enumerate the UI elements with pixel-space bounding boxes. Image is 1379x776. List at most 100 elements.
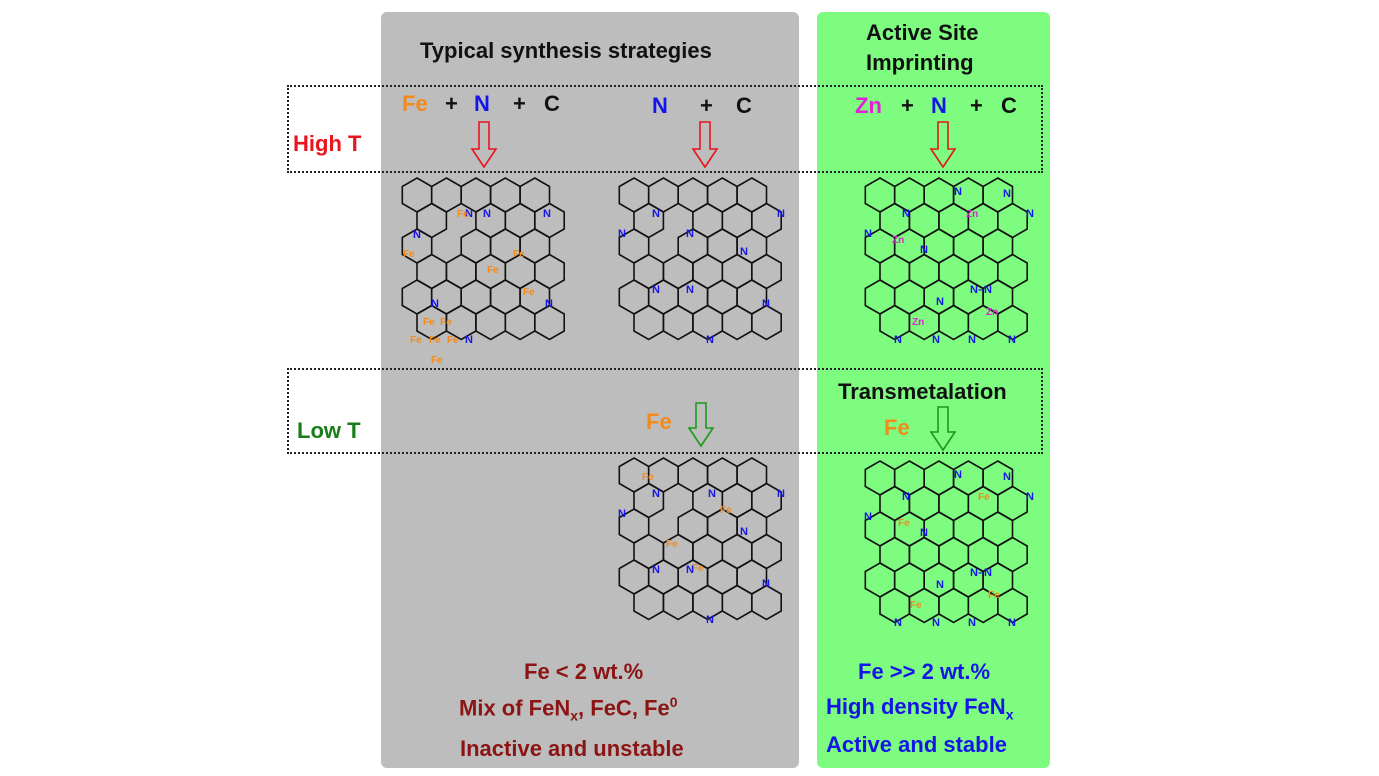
- down-arrow-icon: [691, 121, 719, 169]
- n-atom-label: N: [1003, 188, 1011, 200]
- n-atom-label: N: [483, 208, 491, 220]
- plus-sign: +: [700, 93, 713, 118]
- fe-atom-label: Fe: [403, 249, 415, 260]
- n-atom-label: N: [777, 488, 785, 500]
- hexagon-ring: [997, 304, 1028, 341]
- n-atom-label: N: [618, 508, 626, 520]
- n-atom-label: N: [652, 284, 660, 296]
- hexagon-ring: [938, 304, 970, 341]
- fe-atom-label: Fe: [447, 335, 459, 346]
- n-atom-label: N: [1008, 334, 1016, 346]
- n-atom-label: N: [762, 298, 770, 310]
- zn-atom-label: Zn: [912, 317, 924, 328]
- hexagon-ring: [534, 304, 565, 341]
- fe-atom-label: Fe: [720, 505, 732, 516]
- fe-atom-label: Fe: [523, 287, 535, 298]
- fe-dopant-label: Fe: [646, 409, 672, 434]
- hexagon-ring: [662, 584, 694, 621]
- n-atom-label: N: [936, 296, 944, 308]
- n-atom-label: N: [894, 334, 902, 346]
- n-atom-label: N: [920, 527, 928, 539]
- n-atom-label: N: [1008, 617, 1016, 629]
- hexagon-ring: [997, 587, 1028, 624]
- n-atom-label: N: [652, 564, 660, 576]
- n-atom-label: N: [968, 334, 976, 346]
- hexagon-ring: [721, 584, 753, 621]
- reactant-n: N: [652, 93, 668, 118]
- reactant-fe: Fe: [402, 91, 428, 116]
- n-atom-label: N: [652, 208, 660, 220]
- imprinting-panel-title-line1: Active Site: [866, 20, 979, 45]
- active-site-imprinting-panel: [817, 12, 1050, 768]
- typical-panel-title: Typical synthesis strategies: [420, 38, 712, 63]
- n-atom-label: N: [431, 298, 439, 310]
- reactant-c: C: [736, 93, 752, 118]
- down-arrow-icon: [929, 121, 957, 169]
- hexagon-ring: [938, 587, 970, 624]
- fe-atom-label: Fe: [666, 539, 678, 550]
- n-atom-label: N: [465, 334, 473, 346]
- hexagon-ring: [633, 584, 665, 621]
- subscript-x: x: [570, 707, 579, 724]
- hexagon-ring: [662, 304, 694, 341]
- fe-atom-label: Fe: [910, 600, 922, 611]
- reactant-c: C: [1001, 93, 1017, 118]
- fe-atom-label: Fe: [898, 518, 910, 529]
- n-atom-label: N: [652, 488, 660, 500]
- high-density-text: High density FeN: [826, 694, 1006, 719]
- low-t-region-box: [287, 368, 1043, 454]
- n-atom-label: N: [954, 469, 962, 481]
- n-atom-label: N: [465, 208, 473, 220]
- fe-atom-label: Fe: [513, 249, 525, 260]
- fe-atom-label: Fe: [457, 209, 469, 220]
- hexagon-ring: [633, 304, 665, 341]
- fe-loading-low: Fe < 2 wt.%: [524, 659, 644, 684]
- n-atom-label: N: [413, 229, 421, 241]
- fe-atom-label: Fe: [487, 265, 499, 276]
- n-atom-label: N: [920, 244, 928, 256]
- plus-sign: +: [513, 91, 526, 116]
- plus-sign: +: [901, 93, 914, 118]
- fe-dopant-label: Fe: [884, 415, 910, 440]
- n-atom-label: N: [706, 614, 714, 626]
- n-atom-label: N: [762, 578, 770, 590]
- species-mix-text-2: , FeC, Fe: [578, 695, 670, 721]
- fe-atom-label: Fe: [429, 335, 441, 346]
- n-atom-label: N: [864, 228, 872, 240]
- superscript-0: 0: [669, 694, 678, 710]
- n-atom-label: N: [968, 617, 976, 629]
- hexagon-ring: [751, 304, 782, 341]
- zn-atom-label: Zn: [892, 235, 904, 246]
- n-atom-label: N: [740, 246, 748, 258]
- n-atom-label: N: [954, 186, 962, 198]
- down-arrow-icon: [929, 406, 957, 452]
- high-t-region-box: [287, 85, 1043, 173]
- n-atom-label: N: [902, 208, 910, 220]
- fe-atom-label: Fe: [988, 590, 1000, 601]
- n-atom-label: N: [894, 617, 902, 629]
- n-atom-label: N: [932, 617, 940, 629]
- n-atom-label: N: [543, 208, 551, 220]
- fe-atom-label: Fe: [431, 355, 443, 366]
- down-arrow-icon: [687, 402, 715, 448]
- fe-atom-label: Fe: [642, 472, 654, 483]
- n-atom-label: N: [708, 488, 716, 500]
- fe-atom-label: Fe: [423, 317, 435, 328]
- fe-atom-label: Fe: [410, 335, 422, 346]
- species-mix-text: Mix of FeN: [459, 695, 571, 721]
- plus-sign: +: [445, 91, 458, 116]
- n-atom-label: N: [686, 284, 694, 296]
- reactant-n: N: [931, 93, 947, 118]
- fe-loading-high: Fe >> 2 wt.%: [858, 659, 991, 684]
- high-density-fenx: High density FeNx: [826, 694, 1013, 722]
- species-mix: Mix of FeNx, FeC, Fe0: [459, 694, 678, 724]
- stability-low: Inactive and unstable: [460, 736, 684, 761]
- reactant-c: C: [544, 91, 560, 116]
- low-t-label: Low T: [297, 418, 361, 443]
- n-atom-label: N: [1026, 208, 1034, 220]
